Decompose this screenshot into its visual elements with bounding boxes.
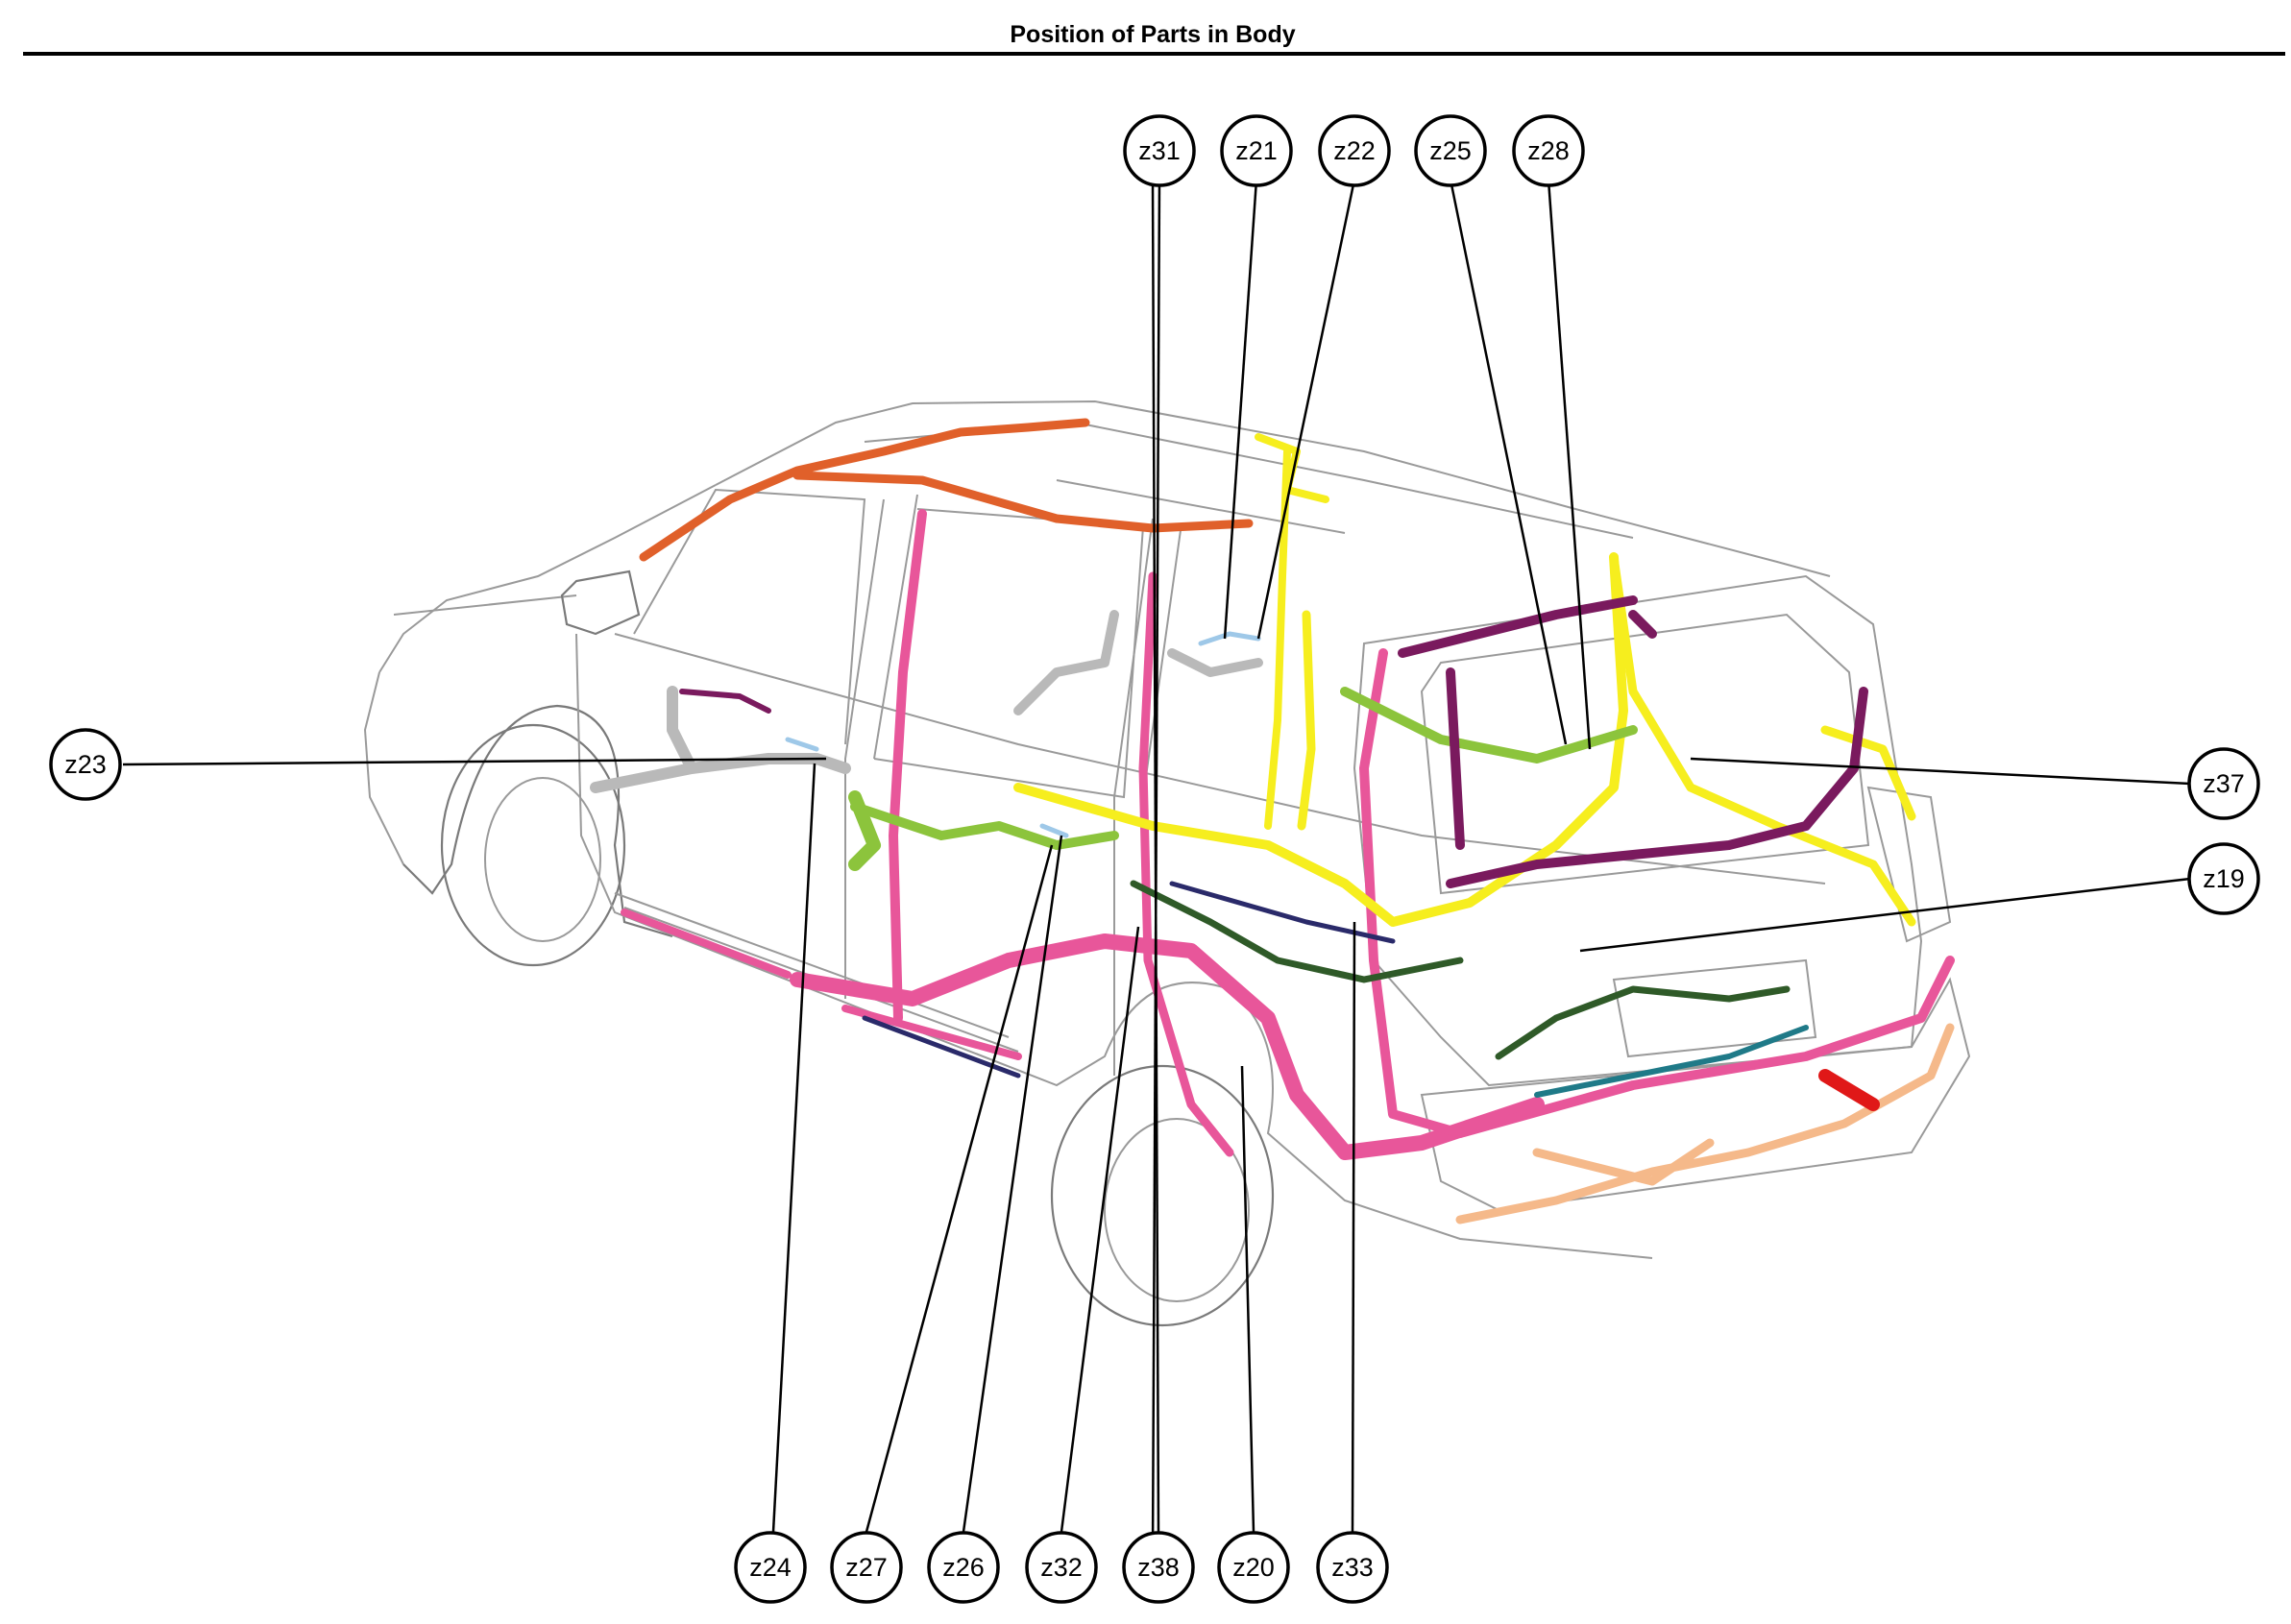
callout-z31: z31	[1123, 114, 1196, 187]
rear-glass	[1420, 613, 1870, 895]
wire-harnesses	[590, 418, 1955, 1224]
harness-rear-teal	[1534, 1025, 1809, 1098]
callout-z24: z24	[734, 1531, 807, 1604]
callout-z28: z28	[1512, 114, 1585, 187]
harness-floor-darkgreen	[1130, 880, 1791, 1060]
callout-z24-label: z24	[749, 1553, 792, 1582]
harness-bumper-peach	[1455, 1023, 1955, 1224]
leader-z27	[865, 844, 1054, 1533]
harness-rear-door-gray	[1013, 610, 1263, 715]
rear-bumper	[1420, 977, 1971, 1212]
callout-z33: z33	[1316, 1531, 1389, 1604]
callout-z32: z32	[1025, 1531, 1098, 1604]
callouts: z31 z21 z22 z25 z28 z23 z37 z19	[49, 114, 2260, 1604]
callout-z27: z27	[830, 1531, 903, 1604]
callout-z33-label: z33	[1331, 1553, 1374, 1582]
harness-c-pillar-pink	[1138, 571, 1234, 1157]
harness-front-door-gray	[590, 686, 851, 793]
page-title: Position of Parts in Body	[1010, 21, 1296, 48]
harness-hatch-yellow	[1609, 552, 1916, 927]
harness-front-green	[848, 790, 881, 871]
roof-outline	[715, 400, 1831, 577]
harness-lightblue	[785, 631, 1261, 838]
callout-z22: z22	[1318, 114, 1391, 187]
leader-z38	[1151, 182, 1160, 1533]
leader-z23	[122, 757, 827, 766]
callout-z26: z26	[927, 1531, 1000, 1604]
callout-z38-label: z38	[1137, 1553, 1180, 1582]
callout-z28-label: z28	[1527, 136, 1570, 165]
callout-z32-label: z32	[1040, 1553, 1083, 1582]
side-window-rear	[873, 508, 1145, 799]
harness-quarter-yellow	[1013, 552, 1628, 927]
harness-roof-orange	[639, 418, 1254, 562]
leader-z22	[1256, 179, 1356, 640]
callout-z23-label: z23	[64, 750, 107, 779]
callout-z37-label: z37	[2203, 769, 2245, 798]
front-fender	[402, 704, 673, 938]
leader-z19	[1579, 877, 2191, 953]
callout-z25-label: z25	[1429, 136, 1472, 165]
front-wheel-hub	[484, 777, 601, 942]
leader-z24	[771, 763, 816, 1533]
harness-b-pillar-pink	[889, 509, 927, 1023]
rear-wheel	[1050, 1064, 1275, 1327]
harness-sill-pink	[621, 909, 1022, 1060]
harness-rear-red	[1818, 1069, 1880, 1111]
callout-z19-label: z19	[2203, 864, 2245, 893]
callout-z25: z25	[1414, 114, 1487, 187]
harness-roof-purple	[1398, 595, 1657, 850]
title-rule	[23, 52, 2285, 56]
rear-wheel-hub	[1104, 1118, 1250, 1302]
license-plate	[1612, 958, 1817, 1058]
leader-z21	[1223, 179, 1258, 640]
callout-z20: z20	[1217, 1531, 1290, 1604]
callout-z19: z19	[2187, 842, 2260, 915]
leader-z25	[1449, 179, 1568, 745]
harness-mid-green	[850, 687, 1638, 850]
callout-z31-label: z31	[1138, 136, 1181, 165]
callout-z21: z21	[1220, 114, 1293, 187]
callout-z21-label: z21	[1235, 136, 1278, 165]
leader-z20	[1240, 1065, 1255, 1533]
c-pillar	[1113, 518, 1182, 1076]
leader-z26	[962, 835, 1063, 1533]
callout-z26-label: z26	[942, 1553, 985, 1582]
front-wheel	[440, 723, 626, 967]
windshield	[378, 484, 717, 673]
harness-roof-yellow	[1255, 433, 1329, 830]
leader-z33	[1351, 921, 1356, 1533]
callout-z22-label: z22	[1333, 136, 1376, 165]
harness-rear-pink	[1359, 648, 1955, 1138]
leader-lines	[122, 179, 2191, 1557]
header: Position of Parts in Body	[0, 0, 2291, 60]
callout-z37: z37	[2187, 747, 2260, 820]
side-window-front	[633, 488, 866, 745]
callout-z20-label: z20	[1232, 1553, 1275, 1582]
harness-pillar-yellow	[1297, 610, 1316, 831]
rear-hatch	[1353, 574, 1923, 1087]
harness-floor-pink	[790, 933, 1545, 1160]
vehicle-body	[363, 400, 1971, 1327]
leader-z32	[1060, 926, 1140, 1533]
b-pillar	[844, 494, 918, 999]
callout-z27-label: z27	[845, 1553, 888, 1582]
hood	[363, 594, 577, 865]
leader-z37	[1690, 757, 2191, 786]
harness-front-door-purple	[679, 689, 771, 714]
callout-z38: z38	[1122, 1531, 1195, 1604]
harness-hatch-purple	[1446, 687, 1868, 888]
callout-z23: z23	[49, 728, 122, 801]
side-mirror	[560, 570, 641, 636]
leader-z28	[1547, 179, 1592, 750]
side-sill	[614, 892, 1019, 1053]
